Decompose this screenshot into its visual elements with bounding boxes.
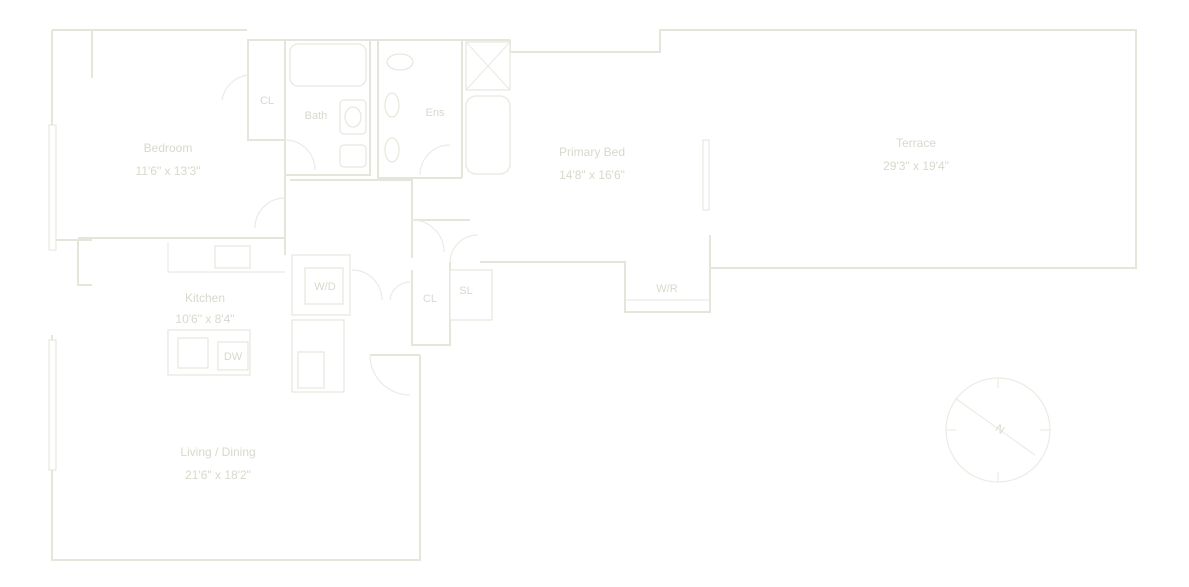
room-name-terrace: Terrace [896, 136, 936, 150]
fixture-labels: Bath Ens CL CL W/D SL W/R DW N [224, 95, 1007, 437]
room-name-bedroom: Bedroom [144, 141, 193, 155]
label-bath: Bath [305, 110, 328, 122]
room-name-primary-bed: Primary Bed [559, 145, 625, 159]
label-walk-in-robe: W/R [656, 283, 677, 295]
windows-left [48, 124, 710, 471]
room-dims-primary-bed: 14'8" x 16'6" [559, 168, 625, 182]
room-name-living-dining: Living / Dining [180, 445, 255, 459]
room-dims-terrace: 29'3" x 19'4" [883, 159, 949, 173]
room-dims-kitchen: 10'6" x 8'4" [175, 312, 234, 326]
label-closet-bedroom: CL [260, 95, 274, 107]
compass-north-label: N [993, 422, 1006, 436]
room-dims-living-dining: 21'6" x 18'2" [185, 468, 251, 482]
room-dims-bedroom: 11'6" x 13'3" [136, 164, 201, 178]
door-swings [221, 74, 479, 396]
room-labels: Bedroom 11'6" x 13'3" Primary Bed 14'8" … [136, 136, 949, 482]
label-sl: SL [459, 285, 472, 297]
interior-walls [78, 40, 711, 393]
label-closet-hall: CL [423, 293, 437, 305]
bath-fixtures [289, 41, 511, 175]
label-ens: Ens [426, 107, 445, 119]
room-name-kitchen: Kitchen [185, 291, 225, 305]
compass [945, 377, 1051, 483]
label-dishwasher: DW [224, 351, 243, 363]
label-washer-dryer: W/D [314, 281, 335, 293]
